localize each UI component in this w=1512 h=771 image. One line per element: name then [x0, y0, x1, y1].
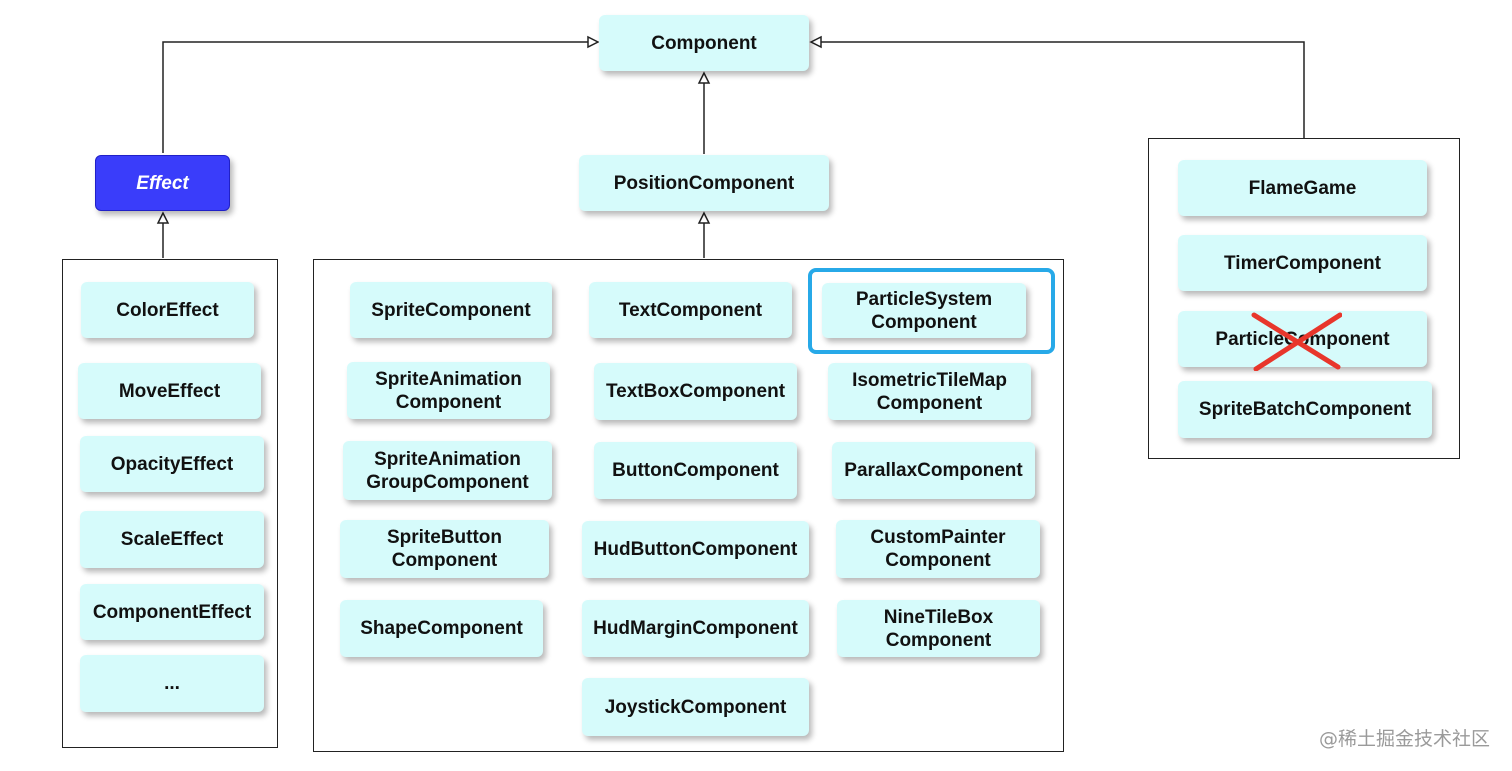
position-item: HudMarginComponent: [582, 600, 809, 657]
component-node: Component: [599, 15, 809, 71]
effect-item: ...: [80, 655, 264, 712]
position-item: JoystickComponent: [582, 678, 809, 736]
connector-effect-to-component: [162, 41, 589, 153]
position-item: ShapeComponent: [340, 600, 543, 657]
position-item: SpriteAnimation GroupComponent: [343, 441, 552, 500]
arrowhead-up-into-effect: [156, 211, 170, 224]
deprecated-cross-mark: [1251, 312, 1342, 371]
position-item: TextComponent: [589, 282, 792, 338]
arrowhead-up-into-component: [697, 71, 711, 84]
direct-item: TimerComponent: [1178, 235, 1427, 291]
direct-item: FlameGame: [1178, 160, 1427, 216]
arrowhead-left-into-component: [587, 35, 600, 49]
arrowhead-right-into-component: [809, 35, 822, 49]
direct-item: SpriteBatchComponent: [1178, 381, 1432, 438]
connector-direct-to-component: [820, 41, 1305, 138]
position-item: NineTileBox Component: [837, 600, 1040, 657]
effects-group-box: [62, 259, 278, 748]
position-component-node: PositionComponent: [579, 155, 829, 211]
position-item: CustomPainter Component: [836, 520, 1040, 578]
position-item: IsometricTileMap Component: [828, 363, 1031, 420]
position-item: SpriteAnimation Component: [347, 362, 550, 419]
position-item: SpriteComponent: [350, 282, 552, 338]
highlight-frame: [808, 268, 1055, 354]
position-item: ParallaxComponent: [832, 442, 1035, 499]
effect-item: OpacityEffect: [80, 436, 264, 492]
effect-item: ColorEffect: [81, 282, 254, 338]
position-item: TextBoxComponent: [594, 363, 797, 420]
effect-item: ComponentEffect: [80, 584, 264, 640]
effect-node: Effect: [95, 155, 230, 211]
position-item: SpriteButton Component: [340, 520, 549, 578]
direct-components-group-box: [1148, 138, 1460, 459]
arrowhead-up-into-position: [697, 211, 711, 224]
position-item: HudButtonComponent: [582, 521, 809, 578]
position-item: ButtonComponent: [594, 442, 797, 499]
effect-item: MoveEffect: [78, 363, 261, 419]
effect-item: ScaleEffect: [80, 511, 264, 568]
watermark: @稀土掘金技术社区: [1318, 728, 1490, 750]
position-components-group-box: [313, 259, 1064, 752]
position-item: ParticleSystem Component: [822, 283, 1026, 338]
